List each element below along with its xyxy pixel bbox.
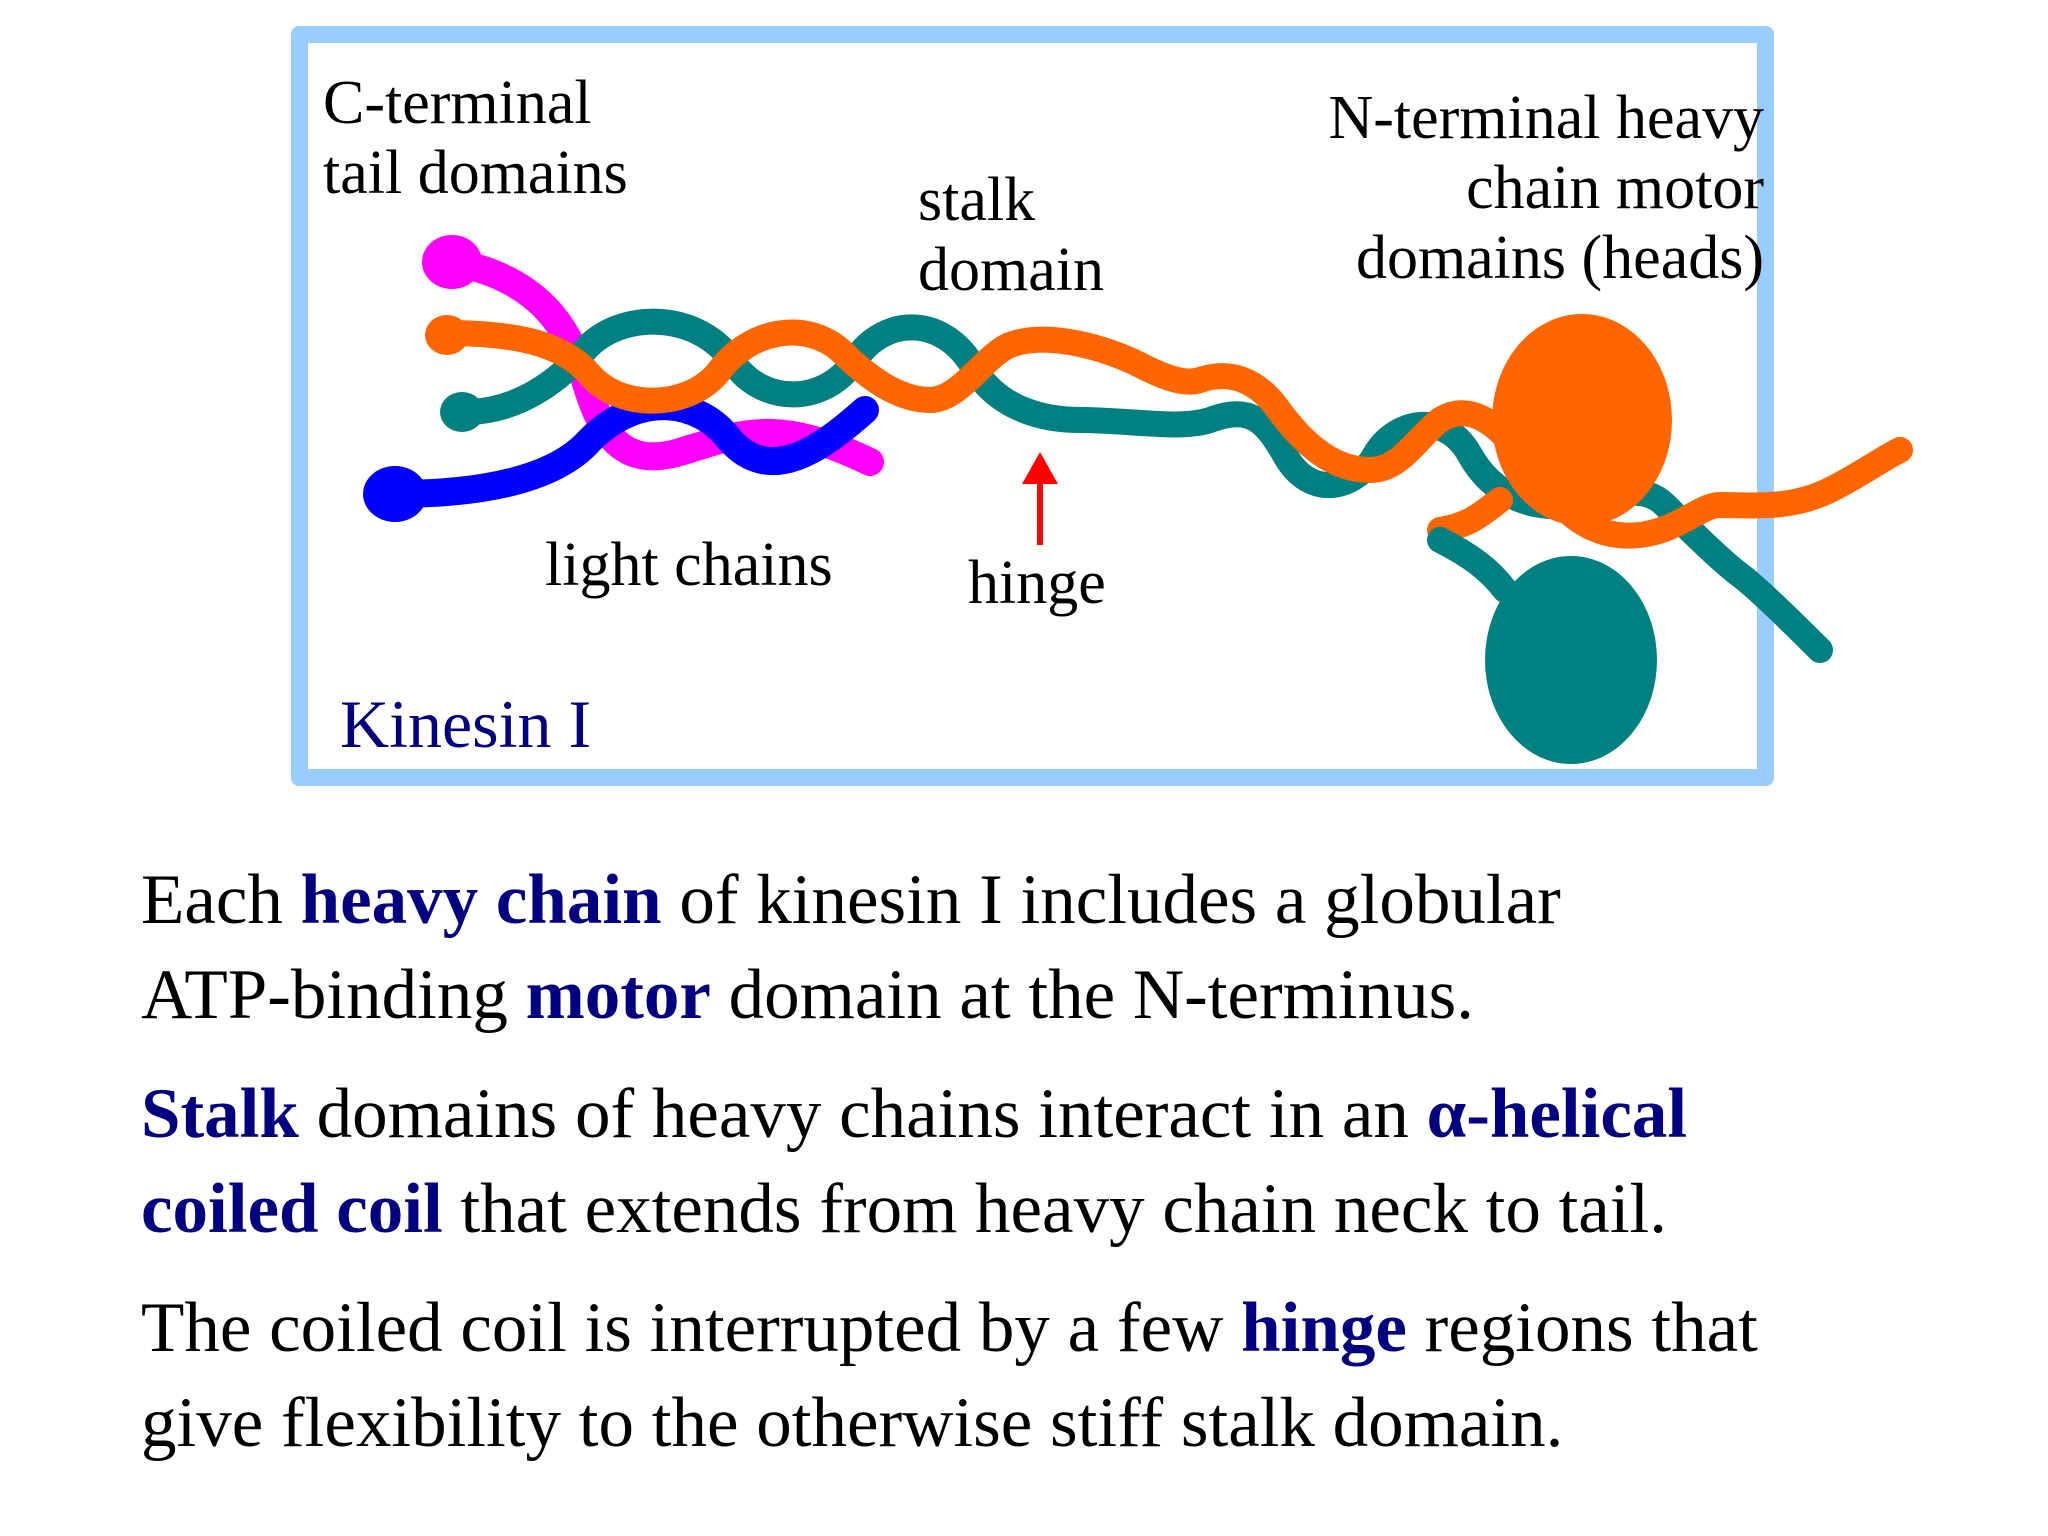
stalk-label-line1: stalk: [918, 166, 1036, 234]
p1-heavy-chain-term: heavy chain: [300, 861, 662, 939]
blue-tail-knob: [363, 466, 427, 522]
paragraph-1-line-2: ATP-binding motor domain at the N-termin…: [141, 948, 2021, 1043]
orange-motor-head: [1492, 314, 1672, 526]
p3-l1-text-a: The coiled coil is interrupted by a few: [141, 1289, 1242, 1367]
n-terminal-label-line3: domains (heads): [1355, 224, 1764, 292]
paragraph-hinge: The coiled coil is interrupted by a few …: [141, 1281, 2021, 1471]
p1-l1-text-c: of kinesin I includes a globular: [661, 861, 1561, 939]
p1-l1-text-a: Each: [141, 861, 301, 939]
diagram-title: Kinesin I: [340, 686, 592, 762]
orange-tail-knob: [425, 315, 469, 355]
teal-tail-knob: [440, 392, 484, 432]
p2-alpha-helical-term: α-helical: [1426, 1075, 1688, 1153]
n-terminal-label-line1: N-terminal heavy: [1328, 84, 1764, 152]
paragraph-stalk: Stalk domains of heavy chains interact i…: [141, 1067, 2021, 1257]
orange-head-neck-2: [1427, 487, 1513, 543]
p1-motor-term: motor: [525, 956, 711, 1034]
magenta-tail-knob: [422, 235, 482, 289]
c-terminal-label-line2: tail domains: [323, 139, 628, 207]
paragraph-2-line-2: coiled coil that extends from heavy chai…: [141, 1162, 2021, 1257]
p3-hinge-term: hinge: [1241, 1289, 1407, 1367]
p1-l2-text-a: ATP-binding: [141, 956, 526, 1034]
n-terminal-label-line2: chain motor: [1466, 154, 1764, 222]
light-chains-label: light chains: [545, 531, 833, 599]
coil-orange-stalk: [432, 319, 1913, 549]
light-chain-magenta: [438, 248, 884, 476]
paragraph-heavy-chain: Each heavy chain of kinesin I includes a…: [141, 853, 2021, 1043]
p3-l1-text-c: regions that: [1406, 1289, 1758, 1367]
hinge-arrow-head: [1022, 452, 1058, 484]
p2-stalk-term: Stalk: [141, 1075, 299, 1153]
paragraph-3-line-1: The coiled coil is interrupted by a few …: [141, 1281, 2021, 1376]
paragraph-3-line-2: give flexibility to the otherwise stiff …: [141, 1376, 2021, 1471]
c-terminal-label-line1: C-terminal: [323, 69, 592, 137]
p2-l2-text-b: that extends from heavy chain neck to ta…: [442, 1170, 1668, 1248]
teal-motor-head: [1485, 556, 1657, 764]
stalk-label-line2: domain: [918, 236, 1104, 304]
p2-l1-text-b: domains of heavy chains interact in an: [298, 1075, 1427, 1153]
paragraph-2-line-1: Stalk domains of heavy chains interact i…: [141, 1067, 2021, 1162]
teal-head-neck: [1427, 527, 1518, 603]
paragraph-1-line-1: Each heavy chain of kinesin I includes a…: [141, 853, 2021, 948]
p1-l2-text-c: domain at the N-terminus.: [710, 956, 1474, 1034]
hinge-label: hinge: [968, 549, 1106, 617]
p3-l2-text-a: give flexibility to the otherwise stiff …: [141, 1384, 1564, 1462]
p2-coiled-coil-term: coiled coil: [141, 1170, 443, 1248]
